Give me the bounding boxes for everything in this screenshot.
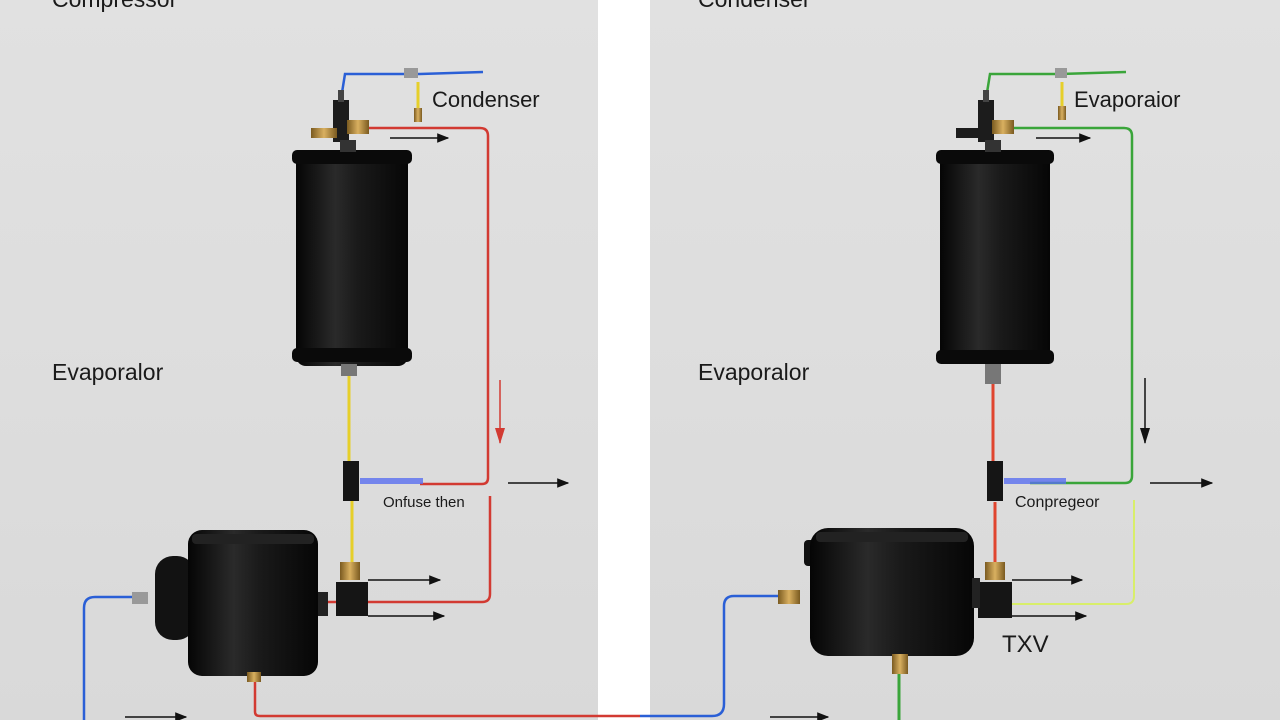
left-evaporator-label: Evaporalor: [52, 359, 164, 385]
left-top-valve: [311, 68, 422, 142]
right-evaporator-top-label: Evaporaior: [1074, 87, 1181, 112]
left-suction-line-bottom: [82, 595, 140, 720]
left-high-pressure-line: [365, 126, 490, 486]
right-top-label: Condenser: [698, 0, 811, 13]
right-green-loop: [1010, 126, 1134, 485]
right-blue-line: [640, 594, 778, 718]
right-red-line: [991, 384, 997, 562]
right-green-line-top: [983, 70, 1127, 106]
right-evaporator-label: Evaporalor: [698, 359, 810, 385]
right-compressor: [778, 528, 1012, 674]
left-system: [82, 68, 640, 720]
right-receiver-tank: [936, 140, 1054, 384]
right-system: [640, 68, 1214, 720]
txv-label: TXV: [1002, 631, 1049, 658]
right-filter-block: [987, 461, 1003, 501]
right-lime-line: [1005, 500, 1135, 605]
left-red-line-bottom: [253, 680, 640, 718]
left-suction-line-top: [338, 70, 484, 106]
right-top-valve: [956, 68, 1067, 142]
left-filter-block: [343, 461, 359, 501]
left-liquid-line: [347, 372, 354, 565]
left-receiver-tank: [292, 140, 412, 376]
left-condenser-label: Condenser: [432, 87, 540, 112]
left-small-label: Onfuse then: [383, 494, 465, 511]
right-small-label: Conpregeor: [1015, 494, 1100, 511]
left-high-pressure-line-lower: [358, 496, 492, 604]
left-top-label: Compressor: [52, 0, 177, 13]
left-compressor: [132, 530, 368, 682]
